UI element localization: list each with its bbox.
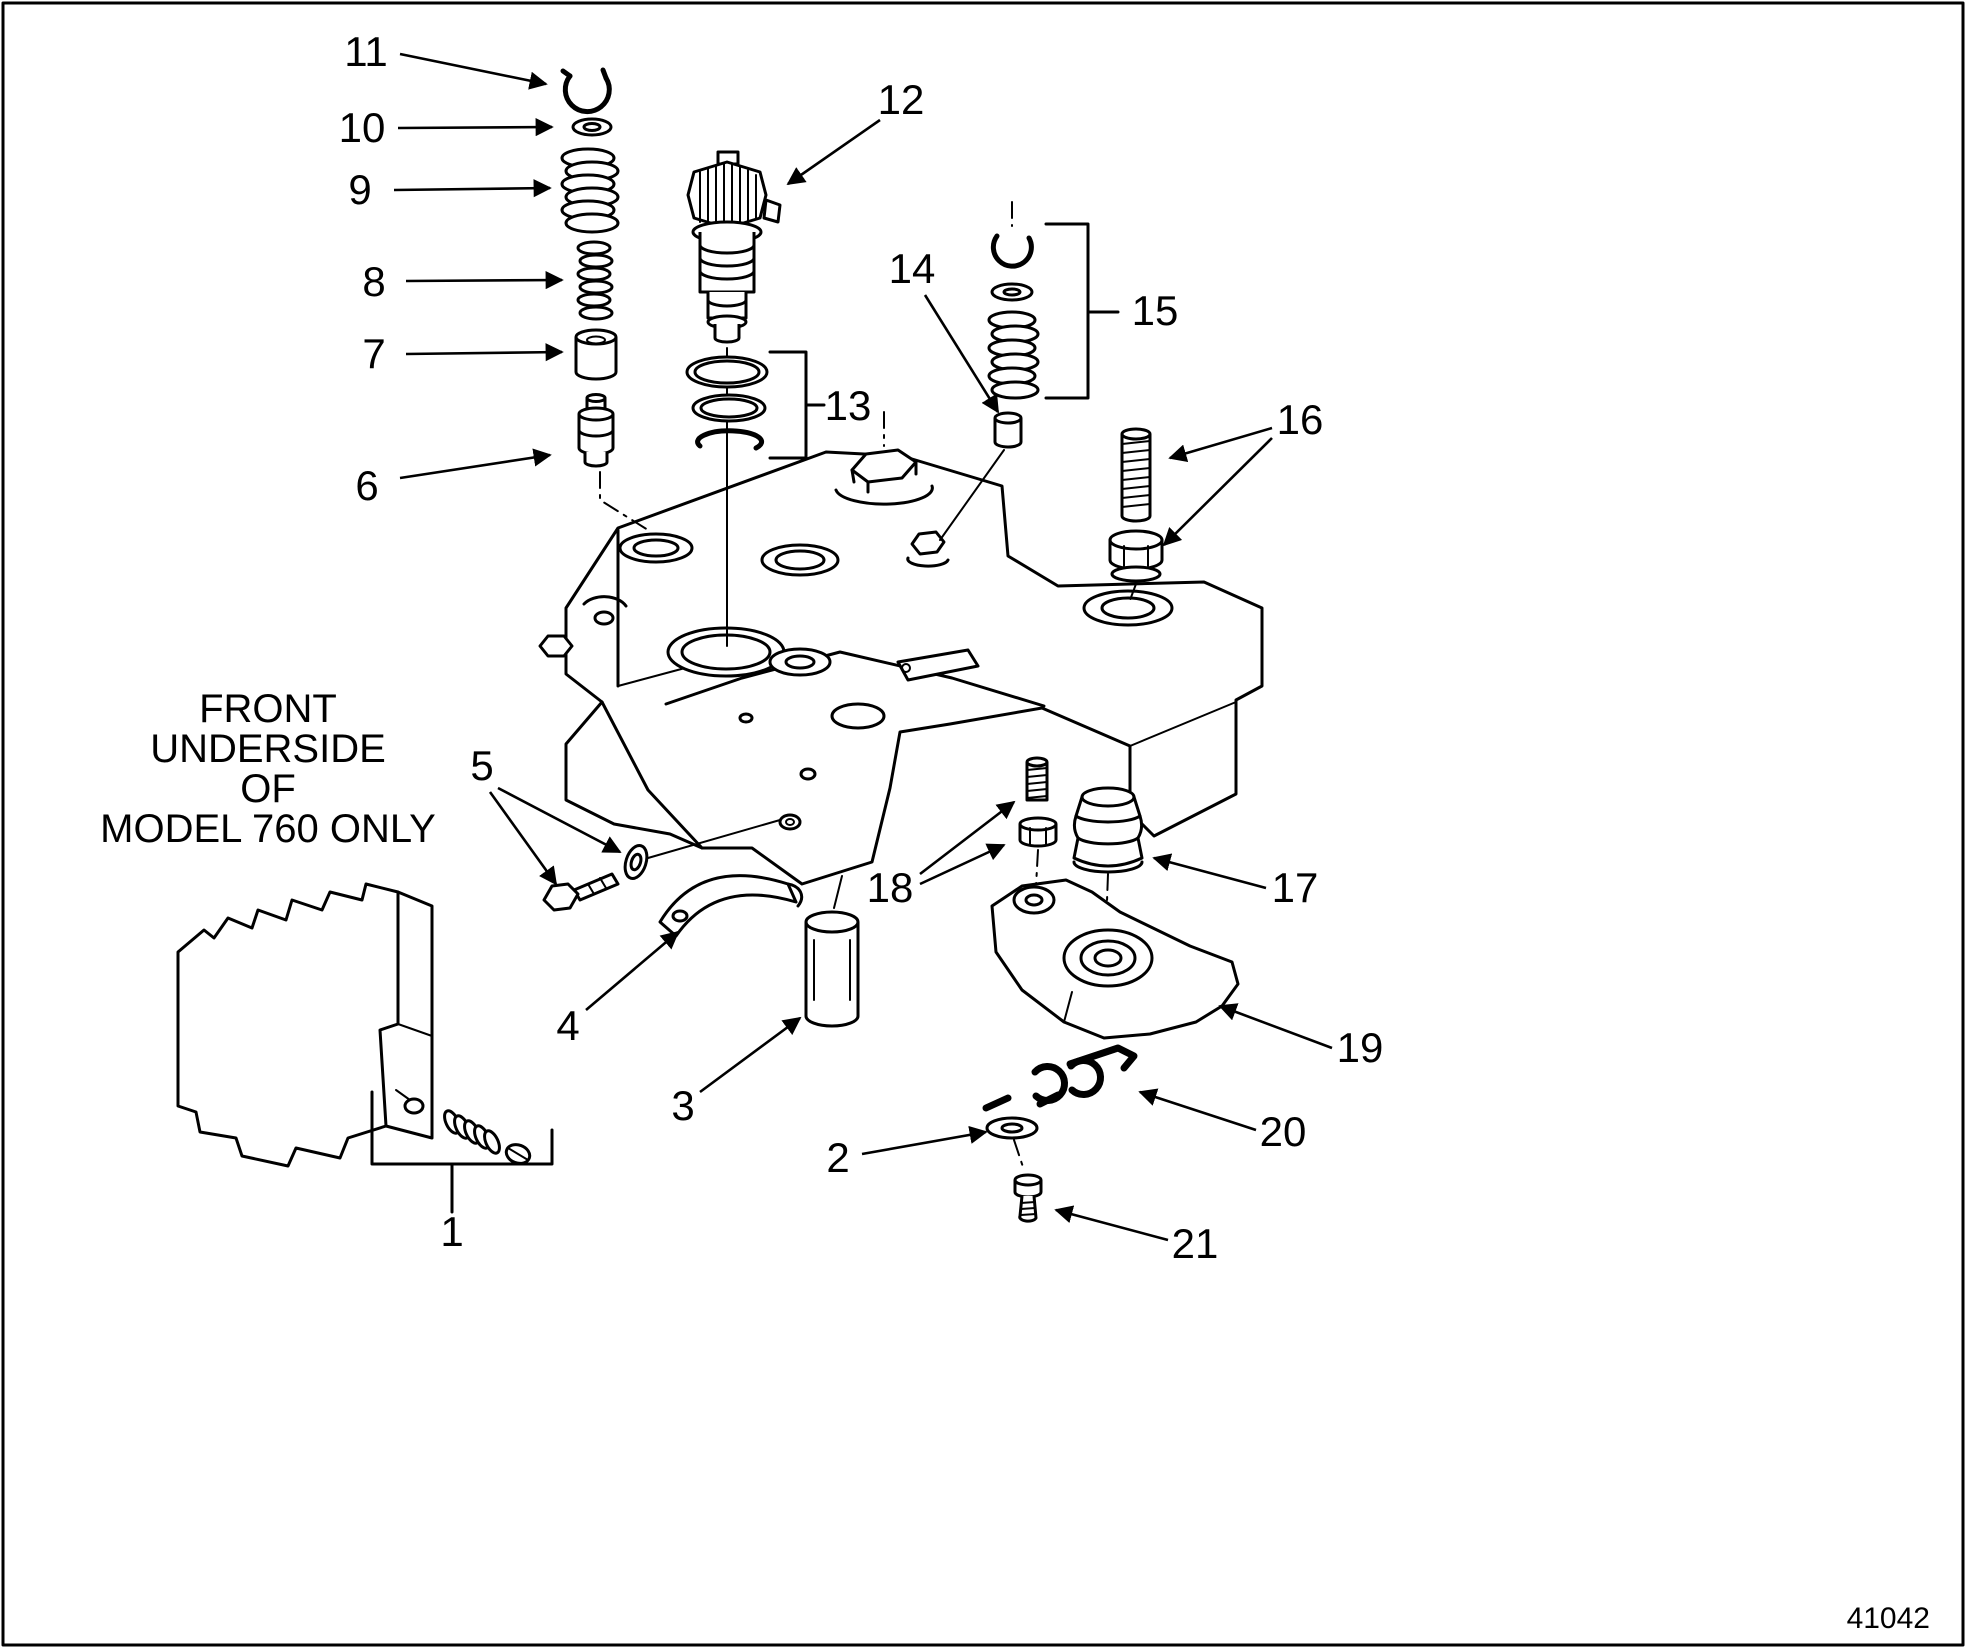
callout-18: 18 bbox=[867, 864, 914, 911]
bracket-1 bbox=[370, 1090, 554, 1166]
part-stud-18 bbox=[1025, 756, 1049, 802]
part-plate-1 bbox=[176, 882, 434, 1168]
leader-arrow-18b bbox=[919, 843, 1006, 886]
callout-5: 5 bbox=[470, 742, 493, 789]
part-valve-6 bbox=[577, 393, 615, 468]
main-housing bbox=[538, 411, 1264, 886]
leader-14 bbox=[939, 449, 1005, 541]
callout-12: 12 bbox=[878, 76, 925, 123]
leader-arrow-8 bbox=[405, 271, 564, 290]
callout-19: 19 bbox=[1337, 1024, 1384, 1071]
part-injector-12 bbox=[686, 150, 782, 344]
leader-arrow-12 bbox=[786, 118, 881, 186]
callout-6: 6 bbox=[355, 462, 378, 509]
leader-arrow-16b bbox=[1162, 437, 1273, 547]
part-bolt-5 bbox=[542, 872, 620, 912]
leader-arrows bbox=[393, 52, 1333, 1242]
note-line-1: FRONT bbox=[199, 687, 337, 731]
callout-3: 3 bbox=[671, 1082, 694, 1129]
callout-11: 11 bbox=[344, 28, 388, 75]
leader-centerline-6 bbox=[599, 471, 649, 531]
leader-arrow-20 bbox=[1138, 1088, 1257, 1132]
part-plug-1 bbox=[504, 1143, 532, 1165]
part-spring-8 bbox=[576, 240, 614, 321]
part-nut-16 bbox=[1108, 529, 1164, 583]
note-text: FRONT UNDERSIDE OF MODEL 760 ONLY bbox=[100, 687, 436, 851]
callout-4: 4 bbox=[556, 1002, 579, 1049]
leader-16 bbox=[1129, 583, 1137, 601]
part-cup-7 bbox=[574, 328, 618, 381]
part-clamp-4 bbox=[658, 874, 804, 938]
part-spring-clip-20 bbox=[982, 1044, 1138, 1112]
part-washer-2 bbox=[985, 1116, 1039, 1140]
part-nut-18 bbox=[1018, 816, 1058, 848]
figure-number: 41042 bbox=[1847, 1602, 1930, 1635]
part-stud-16 bbox=[1120, 427, 1152, 523]
leader-arrow-5b bbox=[497, 786, 622, 854]
leader-arrow-21 bbox=[1054, 1205, 1169, 1242]
part-snap-ring-11 bbox=[560, 67, 612, 115]
part-pin-14 bbox=[993, 411, 1023, 449]
callout-labels: 1 2 3 4 5 6 7 8 9 10 11 12 13 14 15 16 1… bbox=[339, 28, 1384, 1267]
bracket-13 bbox=[768, 350, 808, 460]
leader-arrow-16a bbox=[1168, 426, 1273, 463]
leader-arrow-2 bbox=[861, 1125, 988, 1156]
callout-1: 1 bbox=[440, 1208, 463, 1255]
part-spring-9 bbox=[560, 147, 620, 234]
callout-2: 2 bbox=[826, 1134, 849, 1181]
leader-arrow-6 bbox=[399, 448, 552, 480]
callout-14: 14 bbox=[889, 245, 936, 292]
side-bolt-head bbox=[538, 634, 574, 658]
part-washer-10 bbox=[571, 117, 613, 137]
leader-5 bbox=[647, 819, 781, 859]
callout-21: 21 bbox=[1172, 1220, 1219, 1267]
note-line-3: OF bbox=[240, 767, 296, 811]
bracket-15 bbox=[1044, 222, 1090, 400]
callout-8: 8 bbox=[362, 258, 385, 305]
callout-9: 9 bbox=[348, 166, 371, 213]
leader-arrow-7 bbox=[405, 343, 564, 362]
callout-13: 13 bbox=[825, 382, 872, 429]
callout-15: 15 bbox=[1132, 287, 1179, 334]
leader-arrow-3 bbox=[699, 1016, 802, 1094]
leader-arrow-5a bbox=[488, 791, 558, 886]
leader-18 bbox=[1035, 849, 1039, 887]
callout-17: 17 bbox=[1272, 864, 1319, 911]
leader-arrow-9 bbox=[393, 179, 552, 198]
leader-arrow-17 bbox=[1152, 853, 1267, 890]
leader-arrow-11 bbox=[399, 52, 548, 90]
leader-2-21 bbox=[1013, 1139, 1025, 1171]
small-hex-stud bbox=[906, 530, 950, 568]
part-stack-15 bbox=[987, 201, 1040, 400]
callout-10: 10 bbox=[339, 104, 386, 151]
leader-arrow-18a bbox=[919, 800, 1016, 876]
part-mount-17 bbox=[1072, 786, 1144, 874]
callout-7: 7 bbox=[362, 330, 385, 377]
callout-16: 16 bbox=[1277, 396, 1324, 443]
leader-3 bbox=[833, 875, 843, 909]
part-orings-13 bbox=[685, 355, 769, 451]
part-washer-5 bbox=[623, 844, 649, 880]
note-line-2: UNDERSIDE bbox=[150, 727, 386, 771]
leader-arrow-19 bbox=[1218, 1003, 1333, 1050]
part-pin-3 bbox=[804, 910, 860, 1028]
hex-plug bbox=[834, 411, 934, 506]
part-spring-1 bbox=[443, 1109, 501, 1155]
leader-arrow-14 bbox=[923, 294, 1000, 414]
leader-arrow-4 bbox=[585, 930, 680, 1011]
part-bolt-21 bbox=[1013, 1173, 1043, 1223]
part-bracket-19 bbox=[990, 878, 1240, 1040]
leader-arrow-10 bbox=[397, 118, 554, 137]
note-line-4: MODEL 760 ONLY bbox=[100, 807, 436, 851]
callout-20: 20 bbox=[1260, 1108, 1307, 1155]
